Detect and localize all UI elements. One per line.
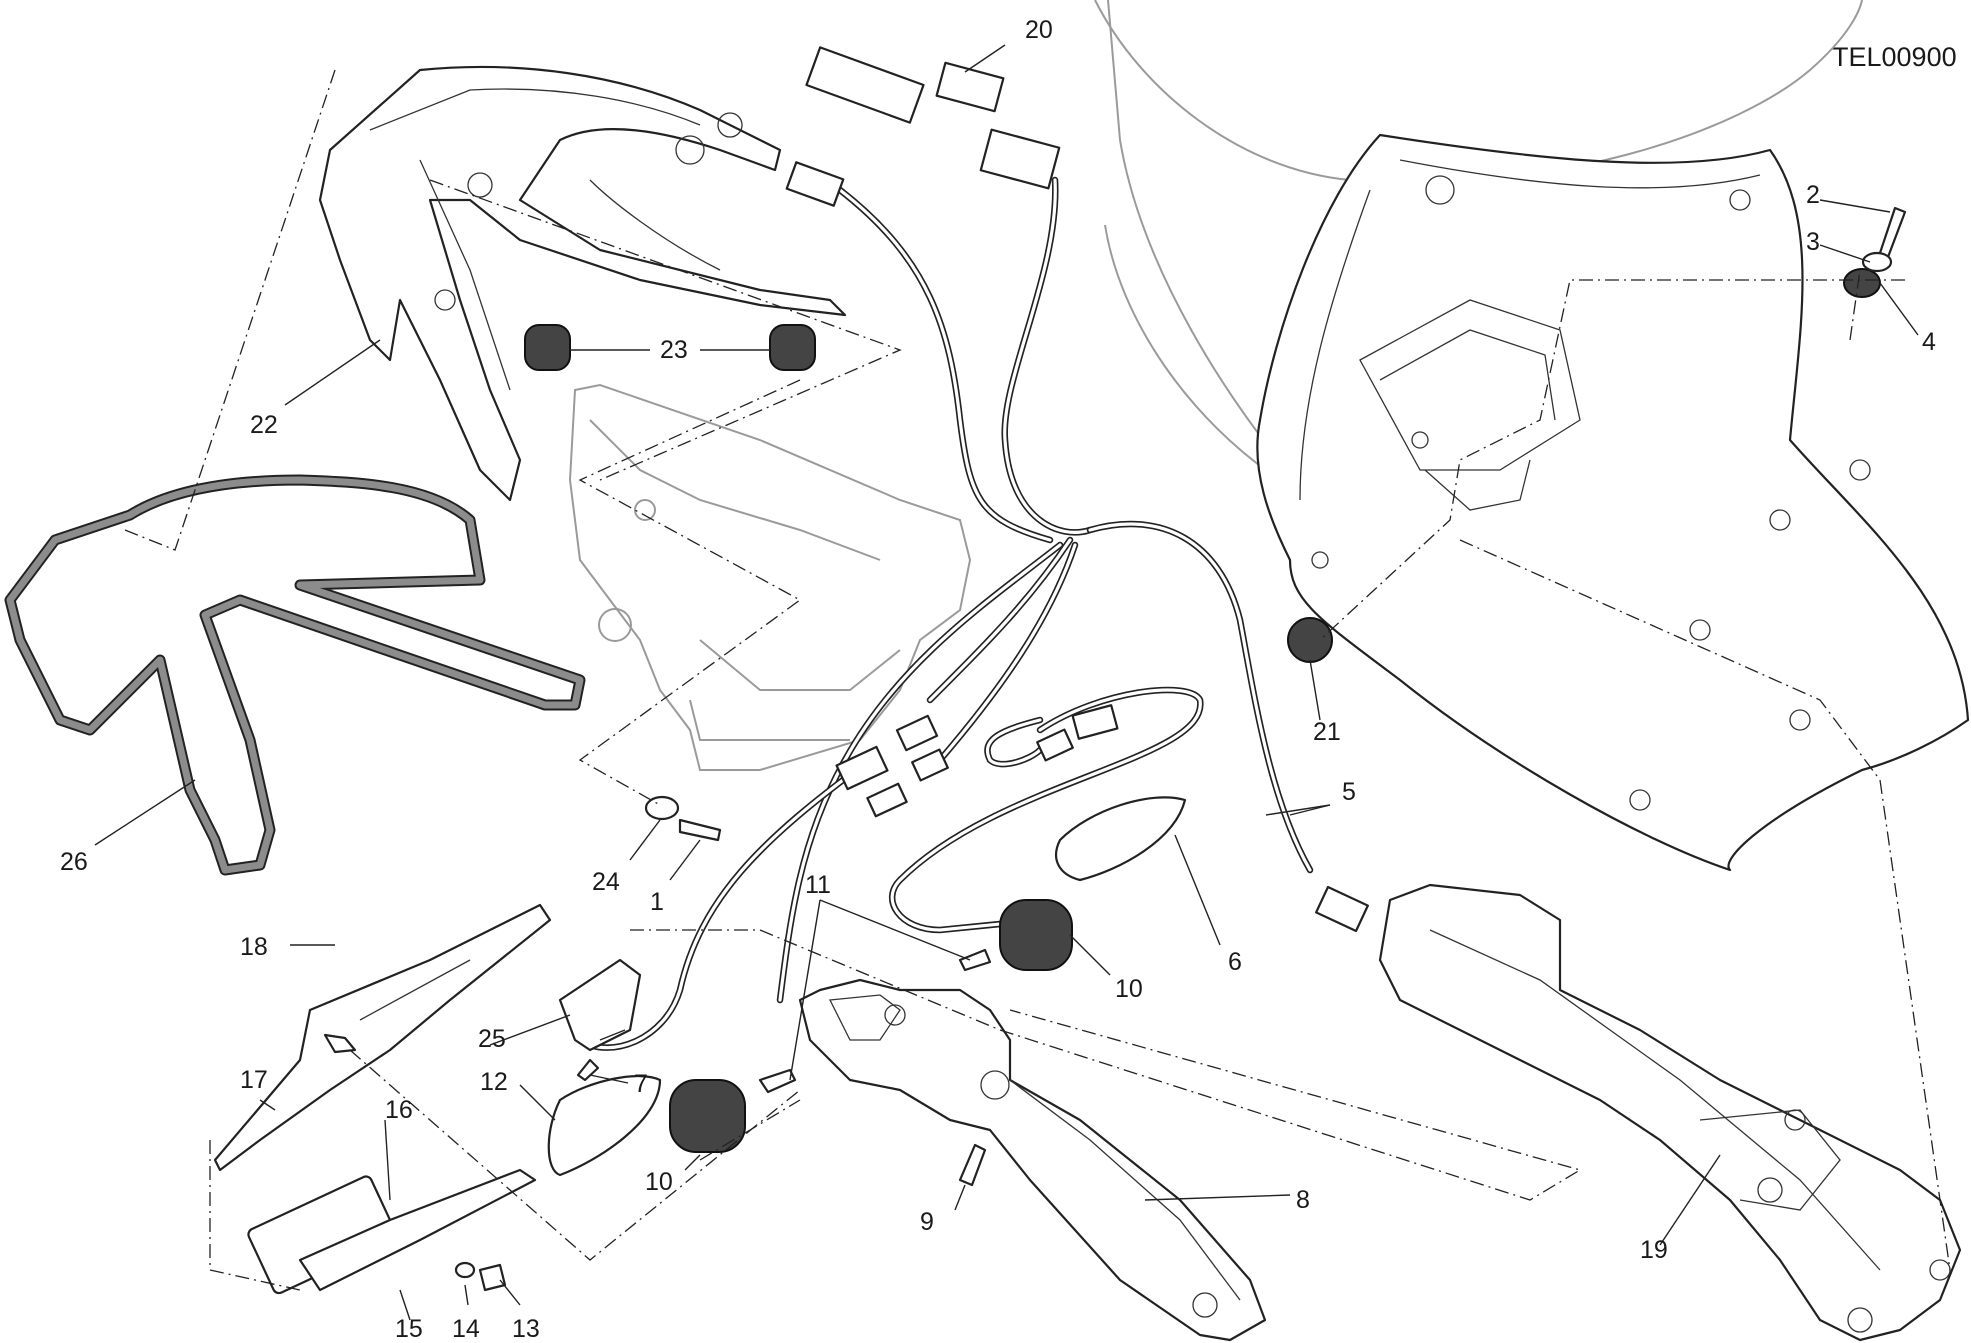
callout-label-22: 22 bbox=[250, 411, 278, 439]
undertray bbox=[568, 383, 972, 771]
washer-3 bbox=[1861, 251, 1893, 273]
turn-indicators bbox=[547, 796, 1187, 1177]
grommet-4 bbox=[1843, 268, 1881, 298]
rear-subframe bbox=[318, 65, 847, 502]
callout-label-10-upper: 10 bbox=[1115, 975, 1143, 1003]
callout-label-3: 3 bbox=[1806, 228, 1820, 256]
turn-indicator-12 bbox=[547, 1074, 662, 1177]
nut-13 bbox=[478, 1263, 507, 1292]
grommet-10b bbox=[669, 1079, 746, 1153]
diagram-code: TEL00900 bbox=[1832, 42, 1957, 72]
callout-label-19: 19 bbox=[1640, 1236, 1668, 1264]
assembly-lines bbox=[124, 69, 1951, 1291]
plate-bracket bbox=[298, 1168, 537, 1292]
callout-label-18: 18 bbox=[240, 933, 268, 961]
license-plate-holder bbox=[798, 978, 1267, 1342]
wiring-harness bbox=[576, 176, 1314, 1051]
callout-label-14: 14 bbox=[452, 1315, 480, 1343]
reflector-bracket bbox=[213, 903, 552, 1172]
callout-label-8: 8 bbox=[1296, 1186, 1310, 1214]
callout-label-25: 25 bbox=[478, 1025, 506, 1053]
callout-label-6: 6 bbox=[1228, 948, 1242, 976]
callout-label-10-lower: 10 bbox=[645, 1168, 673, 1196]
callout-label-26: 26 bbox=[60, 848, 88, 876]
callout-label-2: 2 bbox=[1806, 181, 1820, 209]
callout-label-24: 24 bbox=[592, 868, 620, 896]
callout-label-12: 12 bbox=[480, 1068, 508, 1096]
screw-18 bbox=[323, 1033, 357, 1054]
screw-11b bbox=[758, 1068, 797, 1094]
callout-label-20: 20 bbox=[1025, 16, 1053, 44]
callout-label-9: 9 bbox=[920, 1208, 934, 1236]
grommet-23a bbox=[524, 324, 571, 371]
connectors bbox=[785, 46, 1369, 933]
callout-label-1: 1 bbox=[650, 888, 664, 916]
screw-11 bbox=[958, 948, 992, 972]
leader-lines bbox=[94, 44, 1919, 1321]
screw-9 bbox=[958, 1143, 987, 1187]
callout-label-15: 15 bbox=[395, 1315, 423, 1343]
gasket bbox=[4, 474, 586, 876]
tail-section bbox=[1094, 0, 1970, 872]
washer-14 bbox=[454, 1261, 476, 1279]
grommet-21 bbox=[1287, 617, 1333, 663]
callout-label-11: 11 bbox=[805, 871, 831, 899]
screw-1 bbox=[678, 818, 722, 842]
license-light bbox=[558, 958, 642, 1052]
grommet-23b bbox=[769, 324, 816, 371]
callout-label-21: 21 bbox=[1313, 718, 1341, 746]
screw-7 bbox=[576, 1058, 600, 1082]
callout-label-13: 13 bbox=[512, 1315, 540, 1343]
callout-label-16: 16 bbox=[385, 1096, 413, 1124]
callout-label-4: 4 bbox=[1922, 328, 1936, 356]
callout-label-23: 23 bbox=[660, 336, 688, 364]
washer-24 bbox=[644, 795, 680, 821]
callout-label-17: 17 bbox=[240, 1066, 268, 1094]
callout-labels: 2 3 4 20 23 22 21 5 26 24 1 11 6 10 18 2… bbox=[60, 16, 1936, 1343]
grommet-10a bbox=[999, 899, 1073, 971]
turn-indicator-6 bbox=[1054, 796, 1187, 882]
callout-label-7: 7 bbox=[634, 1070, 648, 1098]
support-bracket bbox=[1378, 883, 1962, 1342]
grommets bbox=[524, 268, 1881, 1153]
callout-label-5: 5 bbox=[1342, 778, 1356, 806]
fasteners bbox=[323, 206, 1907, 1292]
